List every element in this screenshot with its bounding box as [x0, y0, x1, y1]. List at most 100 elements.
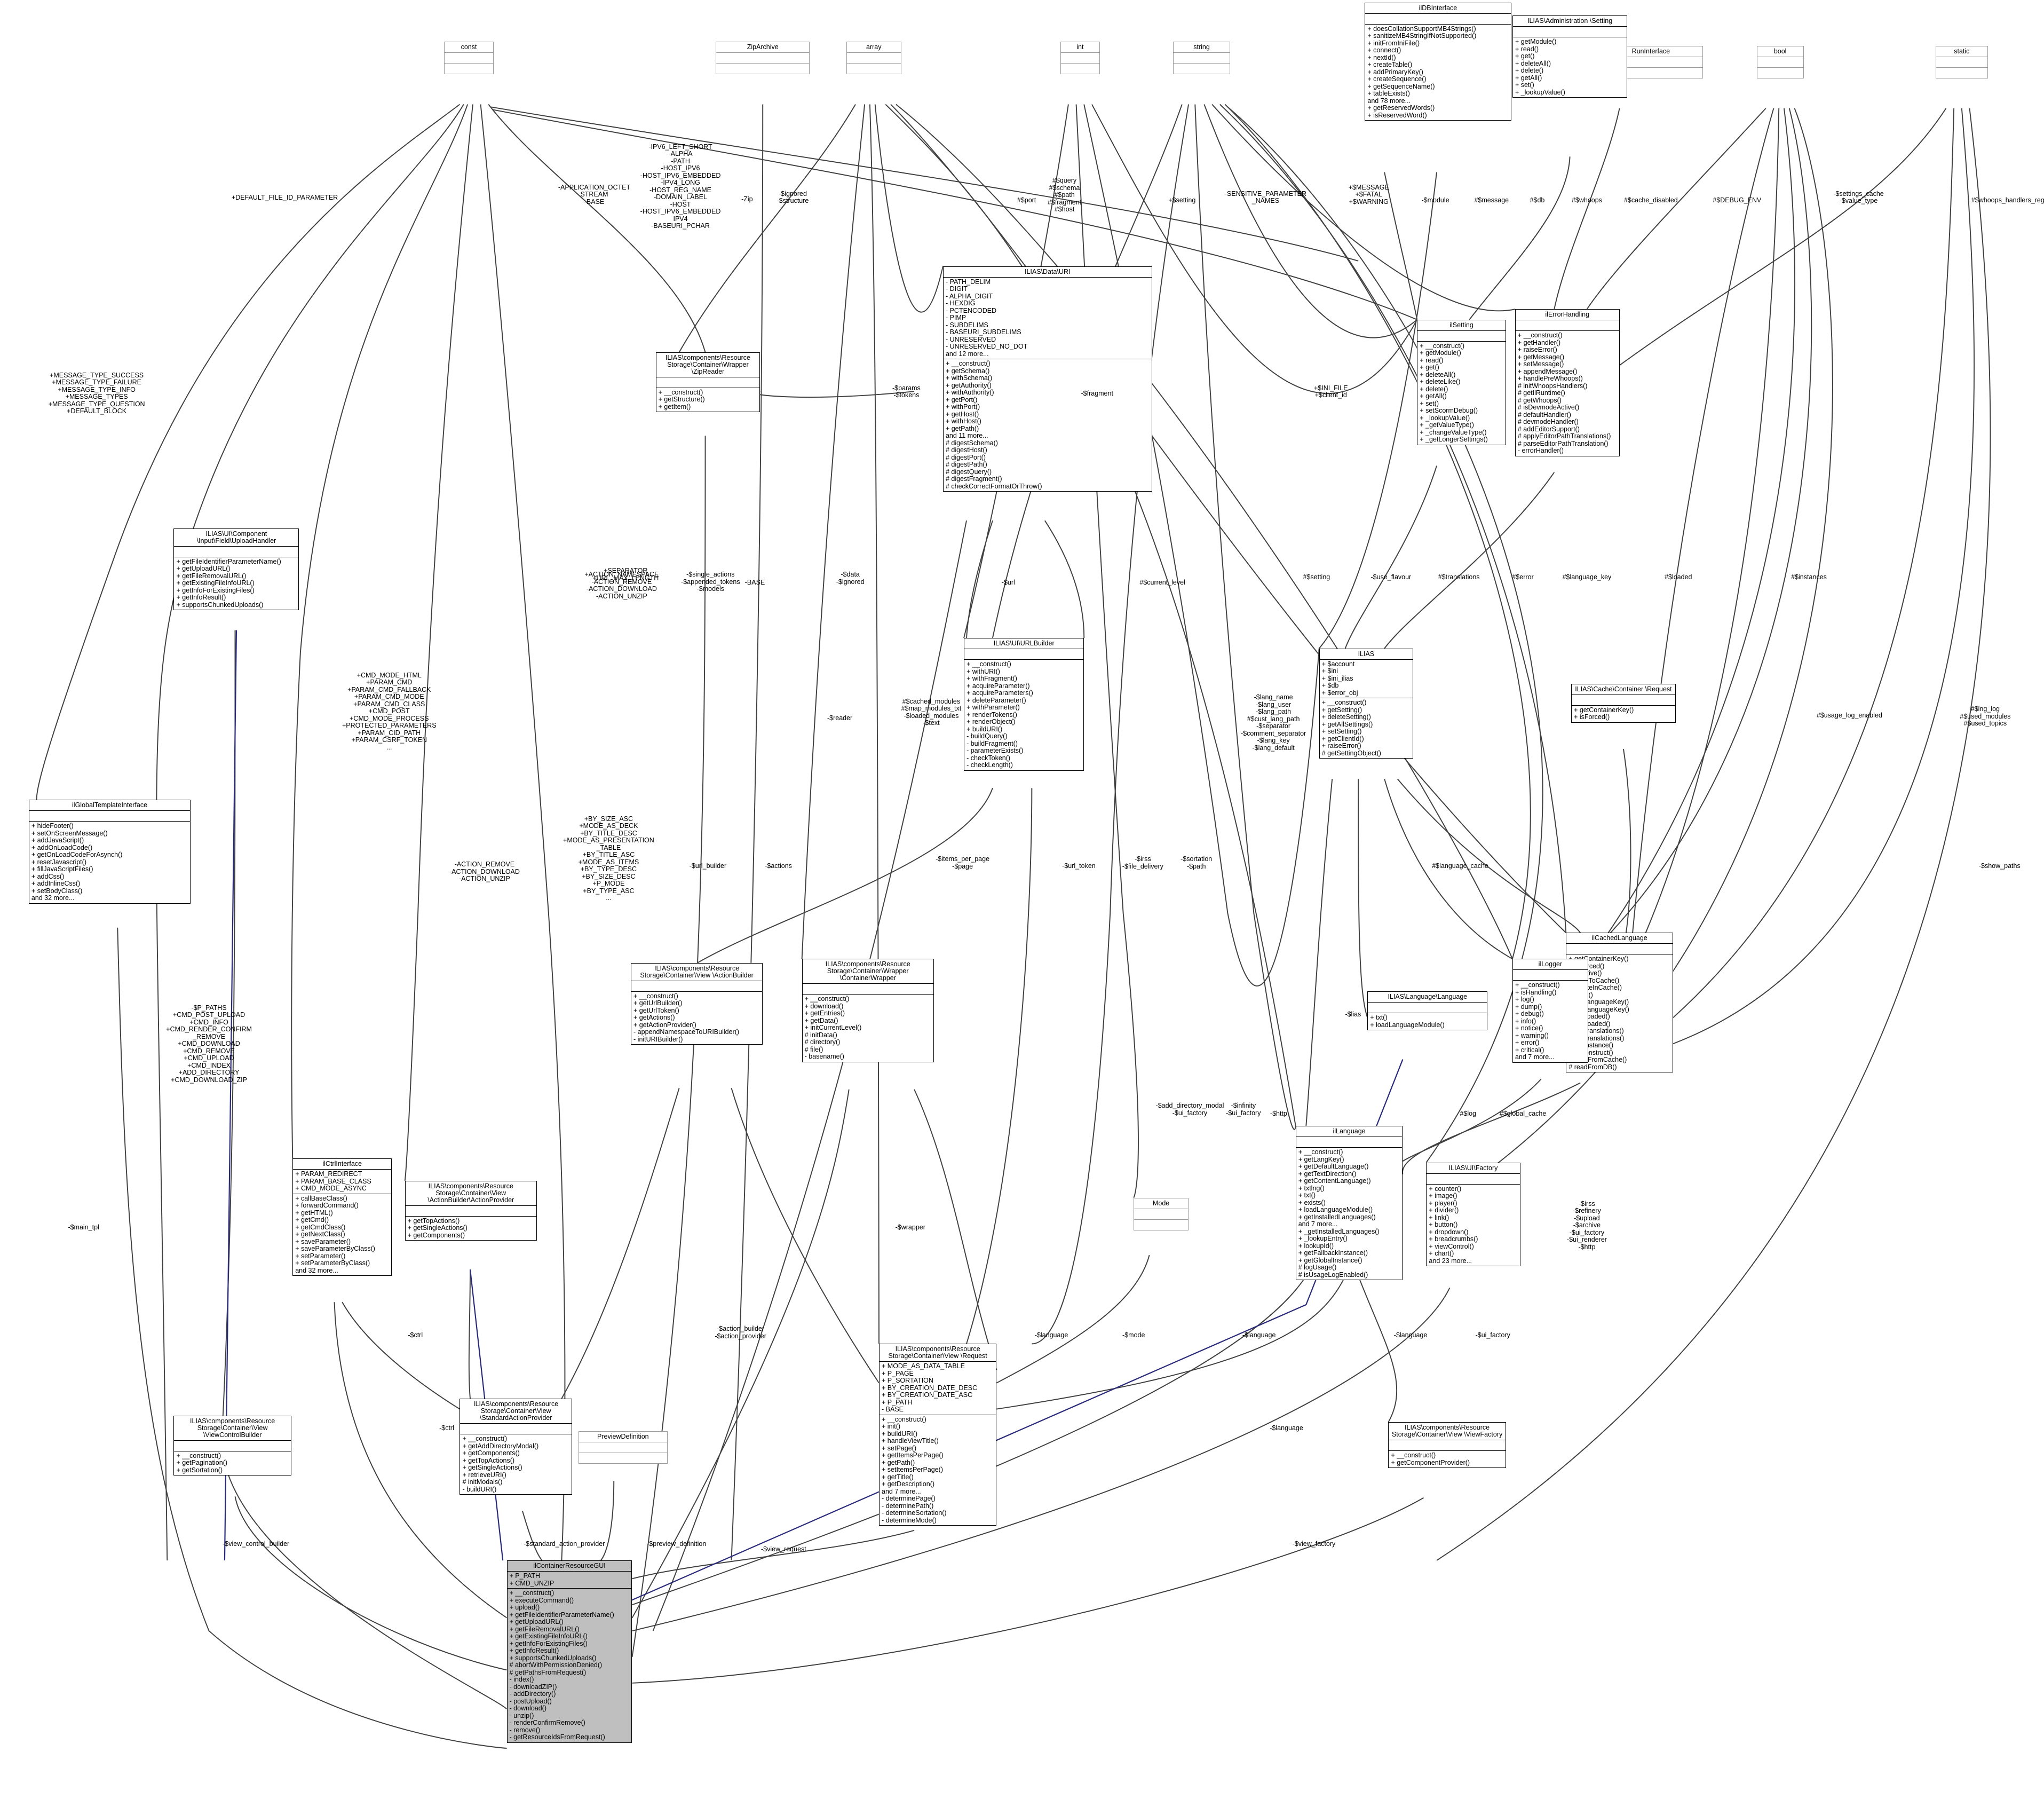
- class-node-operations: + txt() + loadLanguageModule(): [1368, 1013, 1487, 1030]
- class-node-attributes: [579, 1442, 667, 1453]
- edge-label-l48: -$sortation -$path: [1181, 855, 1213, 870]
- class-node-ilias_data_uri[interactable]: ILIAS\Data\URI- PATH_DELIM - DIGIT - ALP…: [942, 266, 1152, 492]
- edge-label-l13: #$db: [1530, 196, 1545, 204]
- class-node-mode[interactable]: Mode: [1134, 1197, 1189, 1230]
- class-node-actionprovider[interactable]: ILIAS\components\Resource Storage\Contai…: [405, 1180, 537, 1241]
- class-node-operations: + __construct() + download() + getEntrie…: [802, 994, 933, 1062]
- class-node-attributes: [445, 52, 494, 63]
- class-node-viewcontrolbuilder[interactable]: ILIAS\components\Resource Storage\Contai…: [173, 1415, 291, 1476]
- edge-label-l52: +BY_SIZE_ASC +MODE_AS_DECK +BY_TITLE_DES…: [563, 815, 654, 902]
- class-node-operations: + getModule() + read() + get() + deleteA…: [1512, 37, 1627, 97]
- class-node-title: ILIAS\components\Resource Storage\Contai…: [888, 1345, 987, 1360]
- class-node-actionbuilderview[interactable]: ILIAS\components\Resource Storage\Contai…: [631, 962, 763, 1045]
- edge-label-l58: #$log: [1460, 1109, 1477, 1117]
- edge-label-l24: +ACTION_NAMESPACE -ACTION_REMOVE -ACTION…: [584, 571, 659, 600]
- class-node-attributes: [1515, 320, 1619, 330]
- class-node-bool[interactable]: bool: [1756, 45, 1804, 78]
- class-node-previewdefinition[interactable]: PreviewDefinition: [579, 1431, 668, 1464]
- class-node-ilcontainerresourcegui[interactable]: ilContainerResourceGUI+ P_PATH + CMD_UNZ…: [506, 1560, 632, 1743]
- class-node-attributes: [1427, 1173, 1520, 1184]
- edge-label-l17: -$settings_cache -$value_type: [1833, 190, 1884, 205]
- class-node-ilias_admin_setting[interactable]: ILIAS\Administration \Setting + getModule…: [1512, 15, 1628, 98]
- class-node-operations: + hideFooter() + setOnScreenMessage() + …: [29, 821, 191, 903]
- class-node-ilsetting[interactable]: ilSetting+ __construct() + getModule() +…: [1417, 319, 1506, 445]
- edge-label-l63: -$ctrl: [408, 1331, 423, 1339]
- class-node-iglobaltemplate[interactable]: ilGlobalTemplateInterface + hideFooter() …: [28, 800, 191, 904]
- edge-label-l8: +$setting: [1168, 196, 1196, 204]
- class-node-const[interactable]: const: [444, 42, 494, 75]
- class-node-title: ILIAS\components\Resource Storage\Contai…: [190, 1417, 275, 1439]
- edge-label-l61: -$P_PATHS +CMD_POST_UPLOAD +CMD_INFO +CM…: [166, 1004, 252, 1084]
- edge-label-l44: -$actions: [765, 862, 792, 870]
- class-node-attributes: [964, 649, 1084, 659]
- edge-label-l56: -$infinity -$ui_factory: [1226, 1102, 1261, 1117]
- class-node-operations: [1599, 67, 1703, 78]
- class-node-operations: [716, 63, 810, 74]
- class-node-cachecontainerrequest[interactable]: ILIAS\Cache\Container \Request+ getConta…: [1571, 683, 1676, 723]
- class-node-int[interactable]: int: [1060, 42, 1100, 75]
- class-node-uploadhandler[interactable]: ILIAS\UI\Component \Input\Field\UploadHa…: [173, 528, 299, 611]
- class-node-title: ilLogger: [1538, 960, 1563, 968]
- class-node-title: RunInterface: [1631, 47, 1670, 55]
- edge-label-l10: +$MESSAGE +$FATAL +$WARNING: [1348, 183, 1389, 206]
- class-node-standardactionprovider[interactable]: ILIAS\components\Resource Storage\Contai…: [459, 1399, 572, 1495]
- class-node-ilctrlinterface[interactable]: ilCtrlInterface+ PARAM_REDIRECT + PARAM_…: [292, 1158, 392, 1276]
- edge-label-l40: +CMD_MODE_HTML +PARAM_CMD +PARAM_CMD_FAL…: [342, 671, 437, 751]
- edge-label-l29: #$current_level: [1139, 579, 1185, 587]
- class-node-zipreader[interactable]: ILIAS\components\Resource Storage\Contai…: [655, 352, 760, 413]
- class-node-operations: [1061, 63, 1099, 74]
- class-node-viewrequest[interactable]: ILIAS\components\Resource Storage\Contai…: [879, 1344, 997, 1526]
- class-node-attributes: [1599, 56, 1703, 67]
- edge-label-l12: #$message: [1474, 196, 1509, 204]
- class-node-title: ILIAS\components\Resource Storage\Contai…: [1391, 1424, 1503, 1438]
- class-node-operations: + __construct() + getSchema() + withSche…: [943, 359, 1152, 491]
- class-node-title: ilCtrlInterface: [322, 1160, 362, 1168]
- class-node-title: ILIAS\components\Resource Storage\Contai…: [473, 1400, 559, 1422]
- class-node-title: array: [866, 43, 882, 51]
- class-node-attributes: [1296, 1137, 1403, 1147]
- edge-label-l75: -$view_request: [760, 1545, 806, 1553]
- class-node-containerwrapper[interactable]: ILIAS\components\Resource Storage\Contai…: [802, 959, 934, 1062]
- class-node-idbinterface[interactable]: ilDBInterface+ doesCollationSupportMB4St…: [1365, 2, 1511, 121]
- class-node-title: ILIAS\UI\URLBuilder: [993, 640, 1055, 648]
- class-node-title: ilDBInterface: [1419, 4, 1457, 12]
- edge-label-l69: -$ui_factory: [1475, 1331, 1510, 1339]
- class-node-attributes: [1417, 330, 1506, 341]
- class-node-operations: [1173, 63, 1230, 74]
- class-node-attributes: [460, 1423, 572, 1434]
- edge-label-l4: -Zip: [741, 195, 753, 203]
- edge-label-l74: -$preview_definition: [647, 1540, 707, 1548]
- class-node-attributes: [631, 980, 763, 991]
- class-node-attributes: [1368, 1002, 1487, 1013]
- class-node-urlbuilder[interactable]: ILIAS\UI\URLBuilder+ __construct() + wit…: [964, 638, 1084, 771]
- class-node-static[interactable]: static: [1935, 45, 1988, 78]
- edge-label-l39: #$lng_log #$used_modules #$used_topics: [1960, 705, 2011, 728]
- class-node-attributes: [1512, 26, 1627, 37]
- edge-label-l53: -$lias: [1345, 1011, 1361, 1019]
- class-node-attributes: [1173, 52, 1230, 63]
- class-node-array[interactable]: array: [846, 42, 901, 75]
- edge-label-l60: -$irss -$refinery -$upload -$archive -$u…: [1566, 1200, 1607, 1251]
- edge-label-l14: #$whoops: [1571, 196, 1602, 204]
- class-node-title: ILIAS\Administration \Setting: [1527, 17, 1613, 25]
- edge-label-l28: -$url: [1001, 579, 1015, 587]
- edge-label-l68: -$language: [1393, 1331, 1428, 1339]
- class-node-viewfactory[interactable]: ILIAS\components\Resource Storage\Contai…: [1388, 1422, 1506, 1468]
- class-node-ilias[interactable]: ILIAS+ $account + $ini + $ini_ilias + $d…: [1319, 648, 1413, 759]
- class-node-illanguage[interactable]: ilLanguage+ __construct() + getLangKey()…: [1295, 1126, 1403, 1281]
- class-node-string[interactable]: string: [1172, 42, 1231, 75]
- class-node-title: int: [1076, 43, 1084, 51]
- class-node-operations: + __construct() + getSetting() + deleteS…: [1319, 698, 1413, 758]
- class-node-uifactory[interactable]: ILIAS\UI\Factory+ counter() + image() + …: [1426, 1162, 1520, 1267]
- edge-label-l54: -$wrapper: [895, 1223, 925, 1231]
- class-node-ilerrorhandling[interactable]: ilErrorHandling+ __construct() + getHand…: [1515, 309, 1620, 456]
- class-node-operations: + __construct() + getModule() + read() +…: [1417, 341, 1506, 445]
- class-node-ziparchive[interactable]: ZipArchive: [716, 42, 810, 75]
- class-node-illogger[interactable]: ilLogger+ __construct() + isHandling() +…: [1512, 959, 1588, 1063]
- edge-label-l32: #$translations: [1438, 573, 1480, 581]
- class-node-title: bool: [1773, 47, 1787, 55]
- edge-label-l30: #$setting: [1303, 573, 1330, 581]
- class-node-attributes: [846, 52, 901, 63]
- class-node-ilias_language_language[interactable]: ILIAS\Language\Language+ txt() + loadLan…: [1367, 991, 1488, 1031]
- class-node-title: ilGlobalTemplateInterface: [72, 801, 148, 809]
